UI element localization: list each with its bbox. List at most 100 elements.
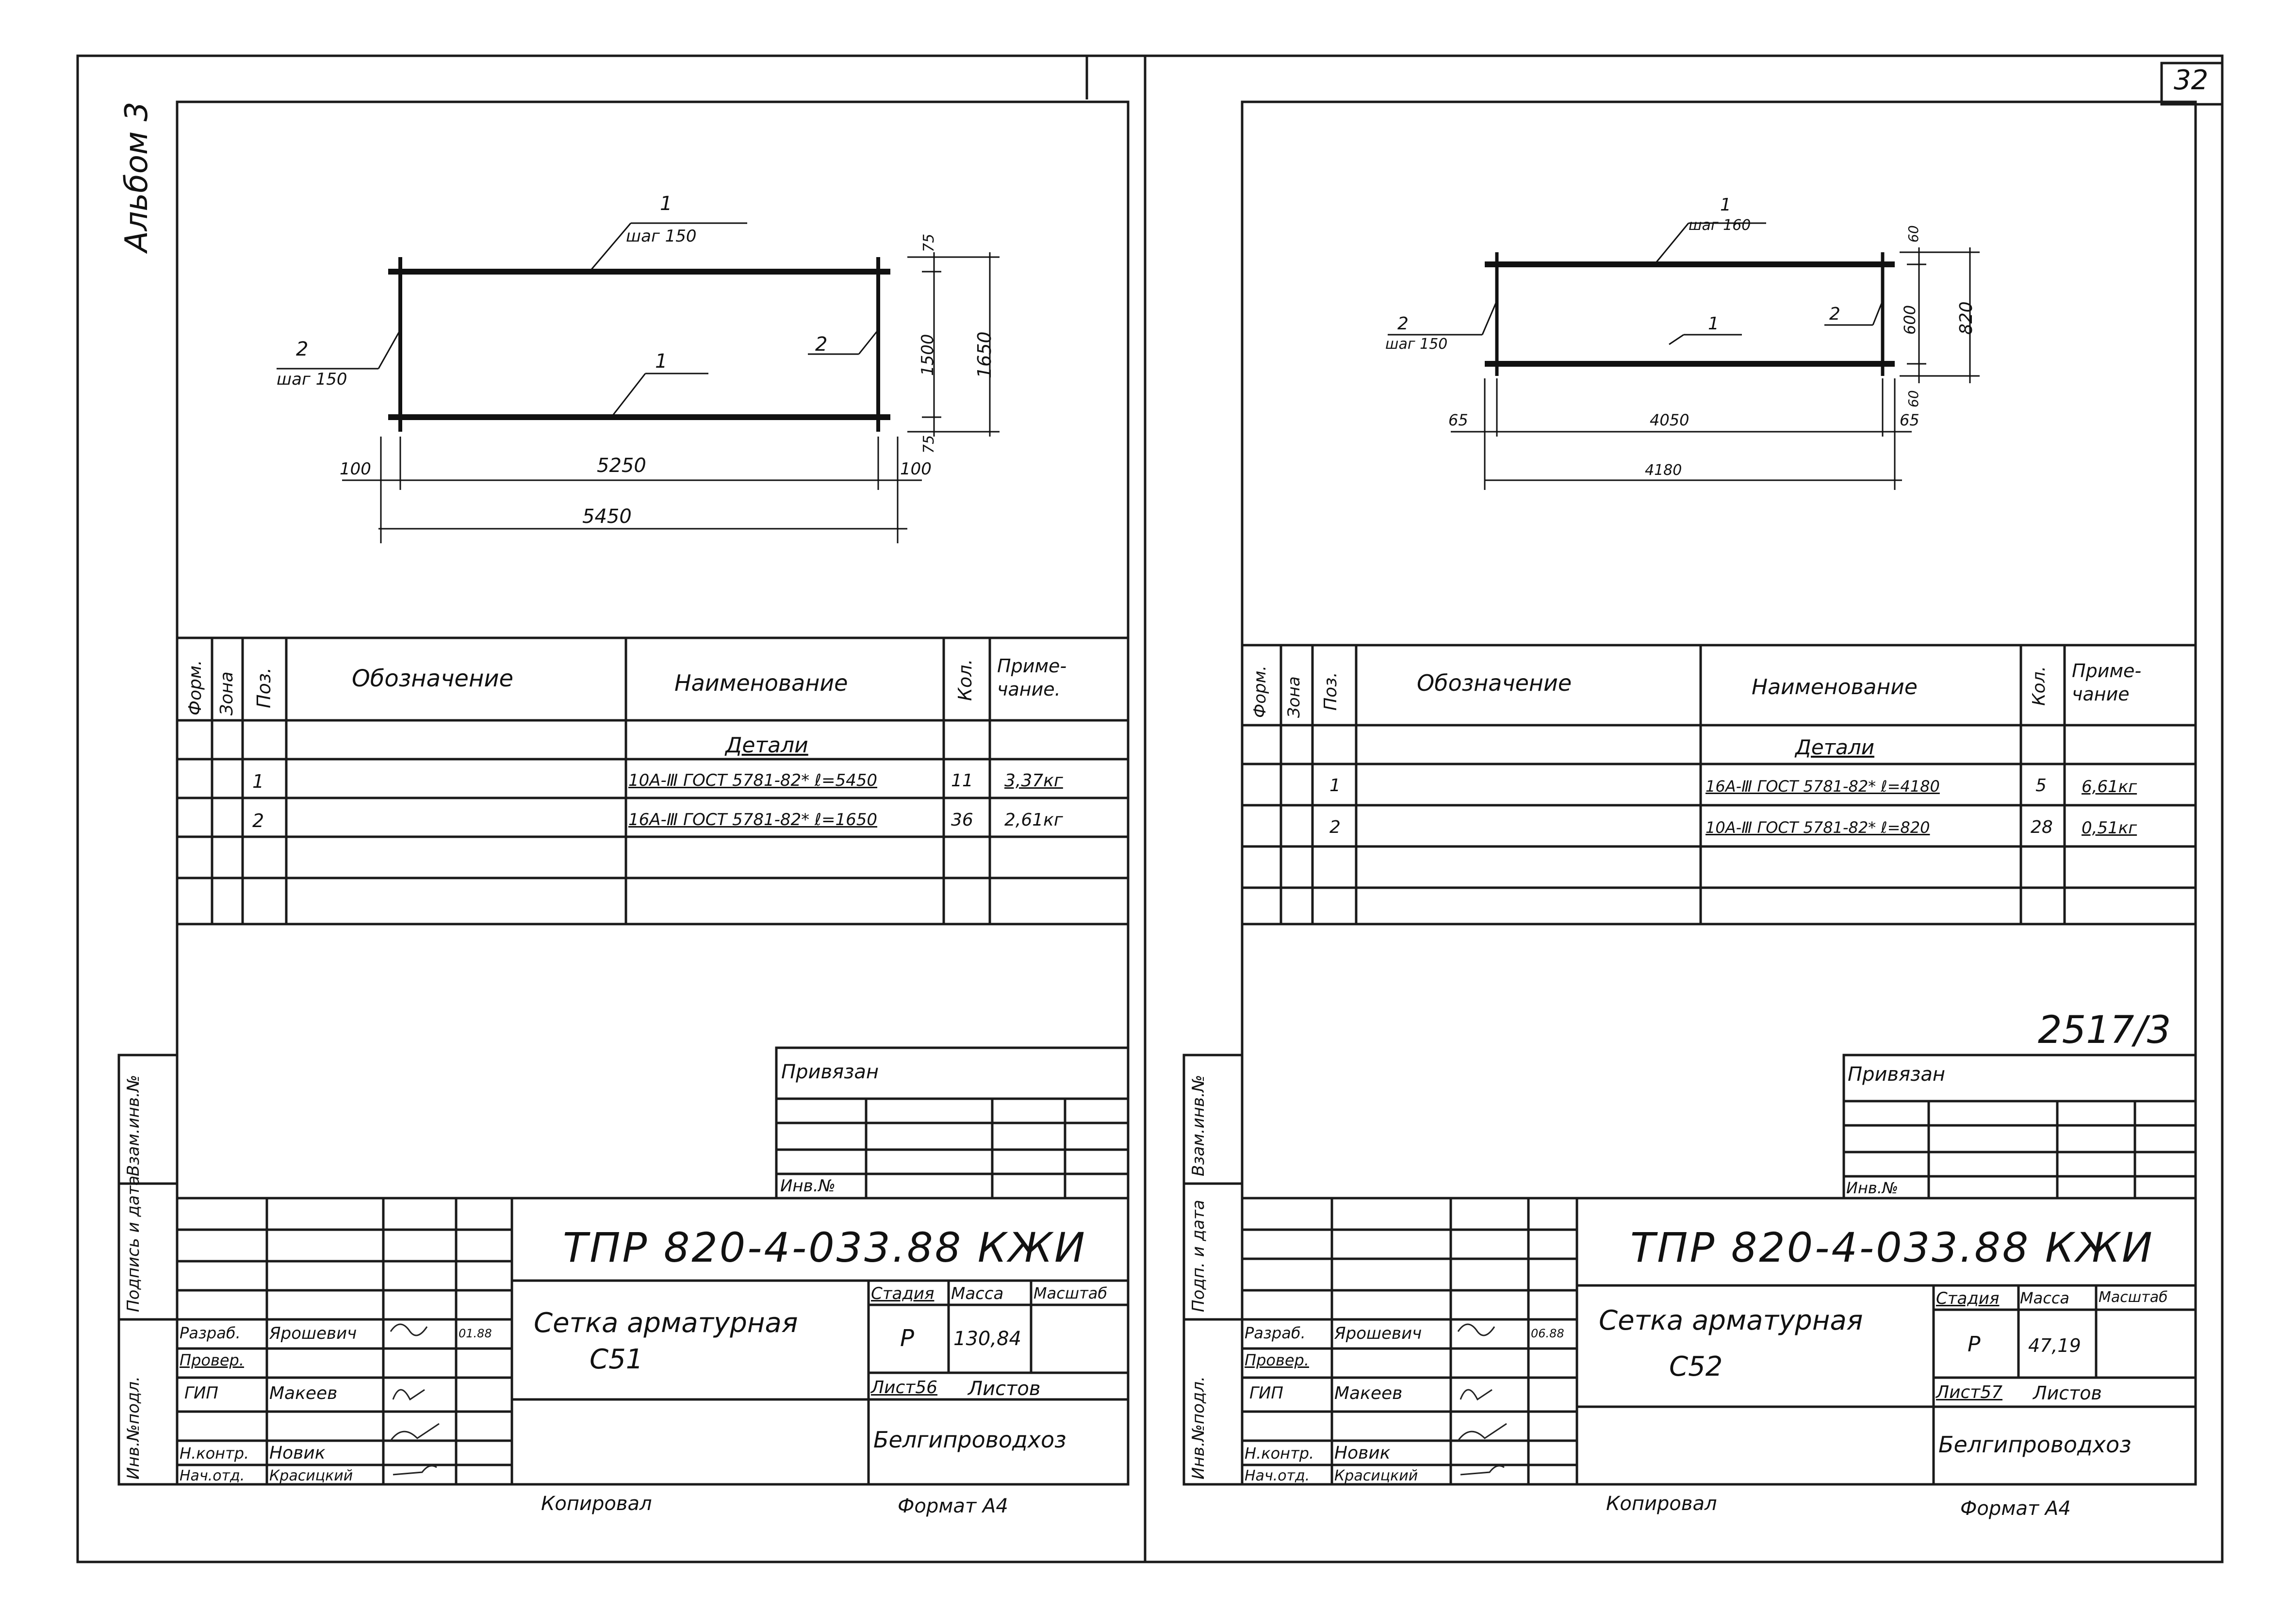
right-side-inv-podl: Инв.№подл. [1189,1376,1208,1479]
mesh-c51-drawing [277,222,1000,543]
role-head-dept: Нач.отд. [180,1467,245,1484]
document-code: ТПР 820-4-033.88 КЖИ [1630,1224,2154,1271]
copied-label: Копировал [541,1493,652,1515]
spec-row-2-name: 10А-Ⅲ ГОСТ 5781-82* ℓ=820 [1706,818,1930,837]
right-side-podpis: Подп. и дата [1189,1200,1208,1312]
spec-row-2-name: 16А-Ⅲ ГОСТ 5781-82* ℓ=1650 [628,810,877,829]
role-developer-name: Ярошевич [269,1324,357,1343]
c52-pos2-label: 2 [1397,314,1409,334]
c52-pos1-mid-label: 1 [1708,314,1719,334]
drawing-name-line1: Сетка арматурная [1599,1305,1863,1336]
role-checker: Провер. [1245,1351,1309,1369]
stage-value: Р [900,1325,914,1352]
spec-header-note: Приме- чание [2072,660,2142,705]
signatures [390,1323,1507,1476]
document-code: ТПР 820-4-033.88 КЖИ [563,1224,1087,1271]
left-side-vzam: Взам.инв.№ [124,1074,143,1176]
sheets-total: Листов [2033,1382,2102,1404]
left-side-inv-podl: Инв.№подл. [124,1376,143,1479]
spec-row-1-note: 6,61кг [2082,777,2137,796]
spec-row-1-qty: 11 [951,771,973,791]
spec-header-zone: Зона [1284,676,1304,718]
c51-pos2-step: шаг 150 [277,370,347,389]
spec-header-form: Форм. [1250,665,1270,718]
c52-dim-bot: 60 [1905,390,1921,407]
c51-dim-top: 75 [920,233,937,252]
spec-row-2-pos: 2 [252,810,264,831]
role-chief-engineer: ГИП [1249,1383,1283,1403]
c52-pos2-step: шаг 150 [1385,336,1448,353]
role-developer: Разраб. [180,1324,241,1342]
spec-header-name: Наименование [674,670,848,696]
spec-header-pos: Поз. [1321,672,1341,711]
mass-value: 47,19 [2028,1335,2081,1356]
sheet-number: Лист56 [871,1378,938,1398]
c52-dim-left: 65 [1448,411,1468,429]
spec-row-2-qty: 36 [951,810,973,830]
c51-dim-inner-w: 5250 [597,455,646,477]
spec-row-1-note: 3,37кг [1004,771,1063,791]
c51-dim-total-h: 1650 [974,331,995,378]
c51-dim-mid: 1500 [918,334,937,376]
c51-pos1-step: шаг 150 [626,227,697,246]
left-side-podpis: Подпись и дата [124,1175,143,1312]
drawing-name-line2: С51 [590,1344,643,1375]
role-norm-control-name: Новик [1334,1443,1391,1463]
drawing-name-line2: С52 [1669,1351,1723,1382]
stage-header: Стадия [1936,1289,2000,1308]
stage-header: Стадия [871,1284,935,1303]
spec-row-1-pos: 1 [1329,776,1341,796]
spec-row-1-qty: 5 [2035,776,2047,796]
c51-dim-total-w: 5450 [582,505,632,528]
spec-row-2-note: 2,61кг [1004,810,1063,830]
spec-header-name: Наименование [1752,675,1918,699]
c52-dim-top: 60 [1905,225,1921,243]
c52-pos1-step: шаг 160 [1689,217,1751,234]
role-chief-engineer-name: Макеев [1334,1383,1403,1403]
c51-pos1-label: 1 [660,193,672,215]
privyazan-label: Привязан [1848,1063,1946,1086]
role-developer: Разраб. [1245,1324,1306,1342]
spec-row-2-pos: 2 [1329,817,1341,837]
c52-pos1-label: 1 [1720,195,1731,215]
spec-header-pos: Поз. [253,667,275,708]
album-label: Альбом 3 [119,101,155,252]
spec-section-title: Детали [1795,735,1874,759]
c51-dim-left: 100 [340,459,371,479]
spec-row-2-note: 0,51кг [2082,818,2137,838]
role-chief-engineer-name: Макеев [269,1383,338,1403]
sheet-number: Лист57 [1936,1382,2003,1402]
role-norm-control-name: Новик [269,1443,326,1463]
spec-row-1-name: 10А-Ⅲ ГОСТ 5781-82* ℓ=5450 [628,771,877,790]
spec-row-1-name: 16А-Ⅲ ГОСТ 5781-82* ℓ=4180 [1706,777,1940,796]
spec-row-1-pos: 1 [252,771,264,792]
mass-header: Масса [2020,1289,2070,1307]
role-norm-control: Н.контр. [180,1444,249,1463]
role-head-dept-name: Красицкий [1334,1467,1418,1484]
spec-section-title: Детали [725,733,808,758]
page-number: 32 [2174,65,2209,96]
c52-dim-total-w: 4180 [1645,462,1682,479]
inv-no-label: Инв.№ [780,1176,836,1196]
c52-pos2-right-label: 2 [1829,304,1840,324]
spec-header-note: Приме- чание. [997,655,1067,700]
inv-no-label: Инв.№ [1846,1179,1899,1197]
format-label: Формат А4 [1960,1497,2071,1520]
sheets-total: Листов [968,1378,1041,1400]
mass-value: 130,84 [953,1328,1021,1350]
scale-header: Масштаб [2099,1289,2168,1306]
format-label: Формат А4 [898,1495,1008,1517]
mass-header: Масса [951,1284,1004,1303]
role-developer-date: 06.88 [1531,1327,1564,1340]
spec-row-2-qty: 28 [2031,817,2053,837]
role-head-dept: Нач.отд. [1245,1467,1310,1484]
c51-pos2-right-label: 2 [815,333,828,356]
spec-header-zone: Зона [217,671,237,715]
c52-dim-right: 65 [1900,411,1919,429]
sheet-reference: 2517/3 [2038,1008,2171,1052]
c51-pos1-mid-label: 1 [655,350,668,373]
role-head-dept-name: Красицкий [269,1467,353,1484]
organization: Белгипроводхоз [873,1427,1066,1453]
drawing-name-line1: Сетка арматурная [534,1307,798,1339]
